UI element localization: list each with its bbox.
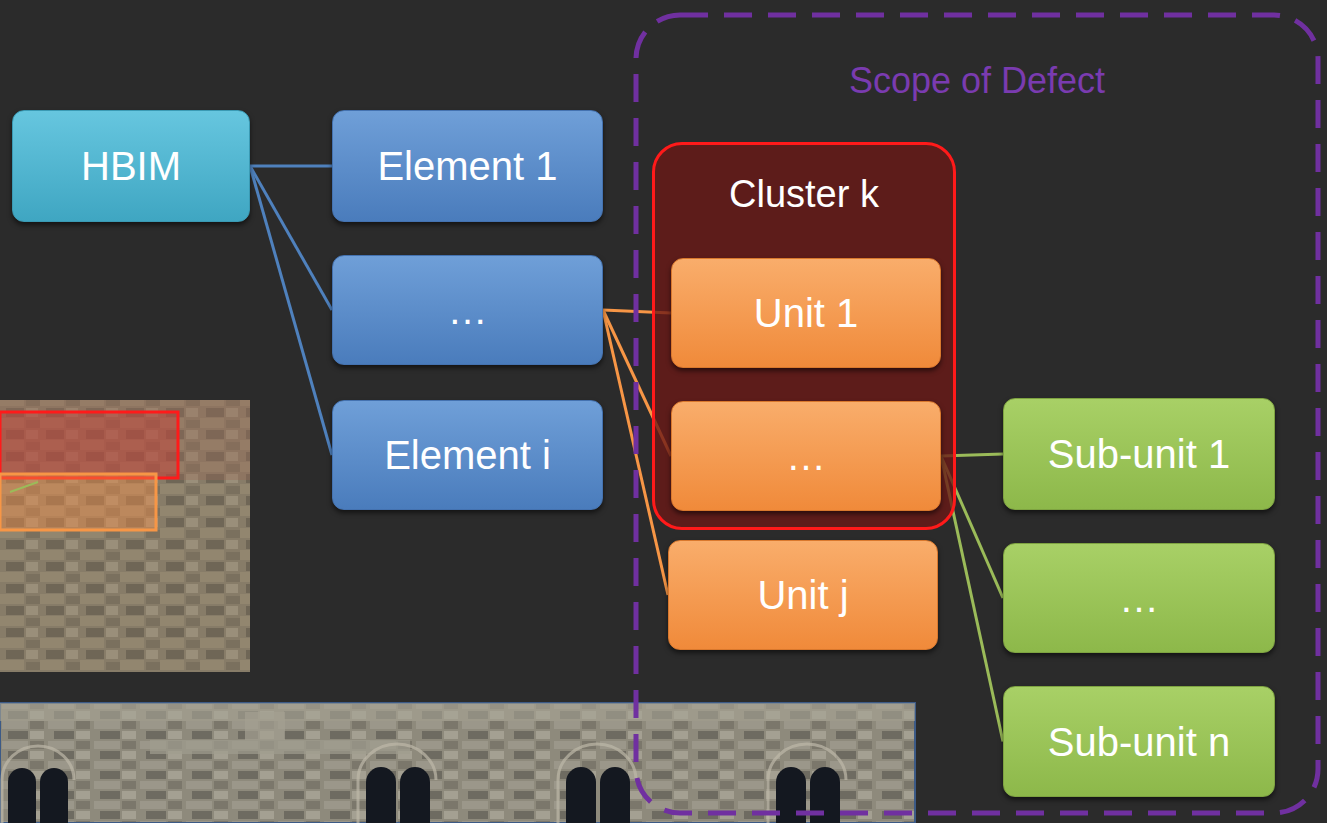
box-label: Element 1 (377, 143, 557, 189)
box-label: Unit 1 (754, 290, 859, 336)
scope-region: Scope of DefectCluster k Unit 1 … Unit j Sub… (633, 12, 1321, 816)
box-label: … (786, 433, 826, 479)
subunit-box: … (1003, 543, 1275, 653)
root-box: HBIM (12, 110, 250, 222)
box-label: Cluster k (655, 173, 953, 217)
unit-highlight (0, 474, 156, 530)
subunit-box: Sub-unit 1 (1003, 398, 1275, 510)
unit-box: Unit 1 (671, 258, 941, 368)
box-label: Sub-unit n (1048, 719, 1230, 765)
unit-box: Unit j (668, 540, 938, 650)
box-label: Unit j (757, 572, 848, 618)
element-box: … (332, 255, 603, 365)
subunit-box: Sub-unit n (1003, 686, 1275, 797)
unit-box: … (671, 401, 941, 511)
tree-connector (250, 166, 332, 310)
subunit-mark (10, 482, 38, 492)
box-label: Element i (384, 432, 551, 478)
facade-photo (0, 703, 915, 823)
element-box: Element i (332, 400, 603, 510)
region-title: Scope of Defect (633, 60, 1321, 101)
cluster-highlight (0, 412, 178, 478)
facade-cornice (0, 703, 915, 721)
tree-connector (250, 166, 332, 455)
scope-dashed-border (636, 15, 1318, 813)
cluster-box: Cluster k Unit 1 … (652, 142, 956, 530)
tree-connector (250, 165, 332, 168)
facade-panel (245, 712, 285, 740)
wall-tint (0, 400, 250, 480)
element-box: Element 1 (332, 110, 603, 222)
box-label: HBIM (81, 143, 181, 189)
wall-photo (0, 400, 250, 672)
box-label: … (1119, 575, 1159, 621)
box-label: … (448, 287, 488, 333)
box-label: Sub-unit 1 (1048, 431, 1230, 477)
